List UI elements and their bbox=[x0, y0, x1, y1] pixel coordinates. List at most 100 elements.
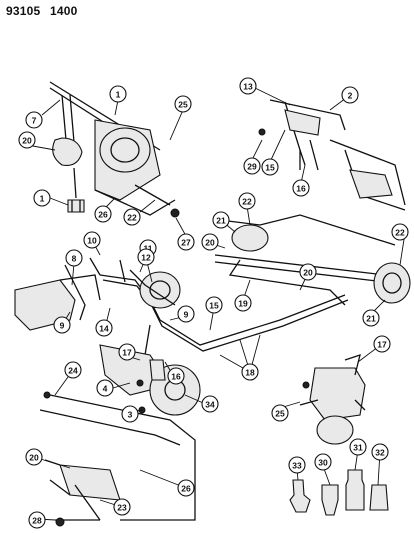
callout-7: 7 bbox=[25, 111, 43, 129]
callout-25: 25 bbox=[271, 404, 289, 422]
callout-label: 12 bbox=[141, 253, 151, 263]
callout-24: 24 bbox=[64, 361, 82, 379]
callout-circle bbox=[113, 498, 131, 516]
callout-label: 20 bbox=[303, 268, 313, 278]
callout-label: 20 bbox=[29, 453, 39, 463]
callout-label: 13 bbox=[243, 82, 253, 92]
callout-label: 25 bbox=[275, 409, 285, 419]
callout-26: 26 bbox=[94, 205, 112, 223]
callout-32: 32 bbox=[371, 443, 389, 461]
page-code: 1400 bbox=[50, 4, 78, 18]
callout-circle bbox=[371, 443, 389, 461]
callout-16: 16 bbox=[292, 179, 310, 197]
callout-9: 9 bbox=[53, 316, 71, 334]
callout-9: 9 bbox=[177, 305, 195, 323]
callout-circle bbox=[205, 296, 223, 314]
callout-label: 22 bbox=[395, 228, 405, 238]
callout-circle bbox=[94, 205, 112, 223]
callout-1: 1 bbox=[109, 85, 127, 103]
callout-label: 21 bbox=[366, 314, 376, 324]
callout-label: 9 bbox=[60, 321, 65, 331]
callout-label: 34 bbox=[205, 400, 215, 410]
callout-circle bbox=[243, 157, 261, 175]
callout-27: 27 bbox=[177, 233, 195, 251]
callout-label: 20 bbox=[22, 136, 32, 146]
callout-label: 16 bbox=[171, 372, 181, 382]
callout-circle bbox=[137, 248, 155, 266]
callout-circle bbox=[28, 511, 46, 529]
callout-20: 20 bbox=[25, 448, 43, 466]
callout-circle bbox=[299, 263, 317, 281]
brake-booster bbox=[129, 269, 181, 309]
callout-26: 26 bbox=[177, 479, 195, 497]
callout-19: 19 bbox=[234, 294, 252, 312]
callout-23: 23 bbox=[113, 498, 131, 516]
callout-21: 21 bbox=[212, 211, 230, 229]
callout-16: 16 bbox=[167, 367, 185, 385]
callout-label: 14 bbox=[99, 324, 109, 334]
combination-valve bbox=[299, 354, 366, 445]
callout-label: 4 bbox=[103, 384, 108, 394]
callout-1: 1 bbox=[33, 189, 51, 207]
callout-label: 28 bbox=[32, 516, 42, 526]
fittings bbox=[289, 469, 389, 516]
callout-circle bbox=[53, 316, 71, 334]
callout-label: 25 bbox=[178, 100, 188, 110]
callout-label: 7 bbox=[32, 116, 37, 126]
callout-label: 22 bbox=[127, 213, 137, 223]
callout-label: 17 bbox=[377, 340, 387, 350]
callout-14: 14 bbox=[95, 319, 113, 337]
callout-30: 30 bbox=[314, 453, 332, 471]
callout-circle bbox=[239, 77, 257, 95]
callout-22: 22 bbox=[391, 223, 409, 241]
brake-pedal-bracket bbox=[258, 99, 406, 211]
callout-18: 18 bbox=[241, 363, 259, 381]
callout-label: 15 bbox=[265, 163, 275, 173]
callout-label: 17 bbox=[122, 348, 132, 358]
callout-circle bbox=[391, 223, 409, 241]
callout-label: 3 bbox=[128, 410, 133, 420]
master-cylinder-assembly bbox=[49, 81, 180, 218]
callout-circle bbox=[25, 111, 43, 129]
callout-13: 13 bbox=[239, 77, 257, 95]
doc-number: 93105 bbox=[6, 4, 41, 18]
callout-label: 2 bbox=[348, 91, 353, 101]
callout-circle bbox=[362, 309, 380, 327]
callout-circle bbox=[174, 95, 192, 113]
callout-circle bbox=[177, 305, 195, 323]
callout-label: 22 bbox=[242, 197, 252, 207]
callout-circle bbox=[121, 405, 139, 423]
callout-4: 4 bbox=[96, 379, 114, 397]
callout-12: 12 bbox=[137, 248, 155, 266]
callout-circle bbox=[201, 395, 219, 413]
callout-22: 22 bbox=[238, 192, 256, 210]
callout-circle bbox=[18, 131, 36, 149]
callout-circle bbox=[96, 379, 114, 397]
callout-circle bbox=[123, 208, 141, 226]
callout-label: 11 bbox=[144, 244, 153, 254]
front-brake-caliper bbox=[99, 344, 201, 416]
callout-label: 9 bbox=[184, 310, 189, 320]
callout-circle bbox=[212, 211, 230, 229]
callout-10: 10 bbox=[83, 231, 101, 249]
callout-circle bbox=[25, 448, 43, 466]
callout-circle bbox=[118, 343, 136, 361]
callout-3: 3 bbox=[121, 405, 139, 423]
callout-label: 29 bbox=[247, 162, 257, 172]
callout-circle bbox=[64, 361, 82, 379]
callout-circle bbox=[234, 294, 252, 312]
callout-label: 27 bbox=[181, 238, 191, 248]
callout-label: 20 bbox=[205, 238, 215, 248]
callout-circle bbox=[288, 456, 306, 474]
callout-circle bbox=[177, 233, 195, 251]
callout-label: 15 bbox=[209, 301, 219, 311]
callout-22: 22 bbox=[123, 208, 141, 226]
rear-axle-assembly bbox=[214, 214, 411, 306]
callout-label: 21 bbox=[216, 216, 226, 226]
callout-circle bbox=[65, 249, 83, 267]
callout-20: 20 bbox=[18, 131, 36, 149]
callout-31: 31 bbox=[349, 438, 367, 456]
callout-label: 33 bbox=[292, 461, 302, 471]
callout-20: 20 bbox=[201, 233, 219, 251]
callout-circle bbox=[83, 231, 101, 249]
